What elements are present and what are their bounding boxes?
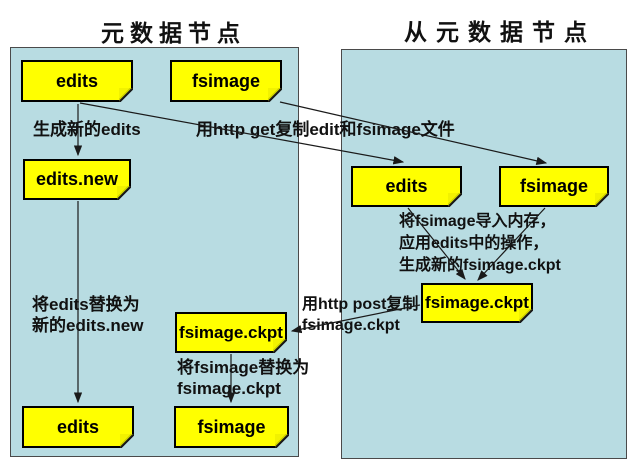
note-primary-edits-bottom: edits	[22, 406, 134, 448]
note-secondary-fsimage-ckpt: fsimage.ckpt	[421, 283, 533, 323]
label-http-get-copy: 用http get复制edit和fsimage文件	[196, 120, 455, 139]
note-primary-edits-new: edits.new	[23, 159, 131, 200]
note-secondary-fsimage: fsimage	[499, 166, 609, 207]
note-label: fsimage	[519, 176, 589, 196]
note-label: edits	[56, 416, 99, 437]
label-http-post-copy: 用http post复制 fsimage.ckpt	[302, 296, 419, 334]
note-primary-edits-top: edits	[21, 60, 133, 102]
label-generate-new-edits: 生成新的edits	[33, 120, 141, 139]
note-label: fsimage	[197, 416, 266, 437]
note-label: edits	[55, 70, 98, 91]
label-replace-edits: 将edits替换为 新的edits.new	[32, 295, 144, 335]
note-primary-fsimage-top: fsimage	[170, 60, 282, 102]
label-replace-fsimage: 将fsimage替换为 fsimage.ckpt	[177, 358, 310, 398]
note-primary-fsimage-bottom: fsimage	[174, 406, 289, 448]
note-primary-fsimage-ckpt: fsimage.ckpt	[175, 312, 287, 353]
label-merge-fsimage: 将fsimage导入内存， 应用edits中的操作， 生成新的fsimage.c…	[399, 213, 561, 274]
note-label: edits.new	[35, 169, 119, 189]
note-secondary-edits: edits	[351, 166, 462, 207]
note-label: edits	[385, 176, 428, 196]
note-label: fsimage	[191, 70, 261, 91]
note-label: fsimage.ckpt	[425, 293, 529, 312]
primary-node-title: 元数据节点	[101, 20, 246, 46]
secondary-node-title: 从元数据节点	[404, 19, 596, 45]
note-label: fsimage.ckpt	[179, 322, 283, 342]
